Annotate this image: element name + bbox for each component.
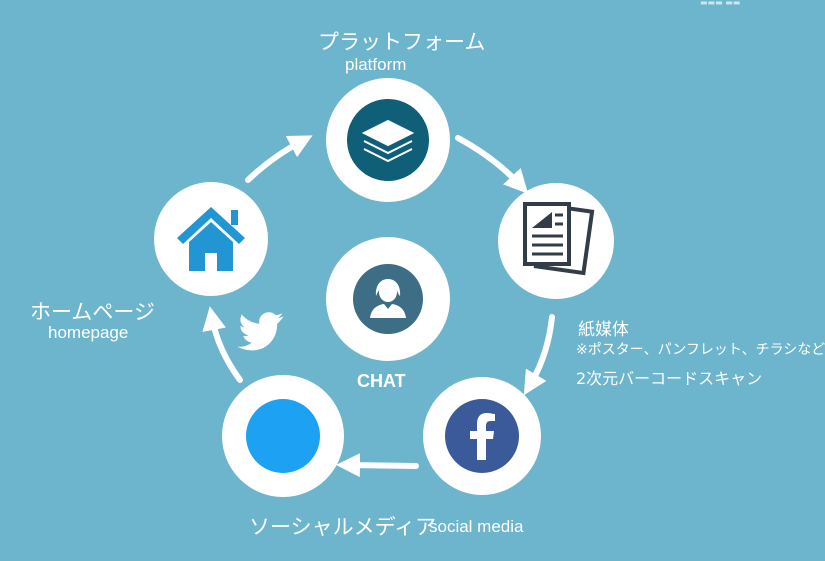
homepage-node — [154, 182, 268, 296]
twitter-node — [222, 312, 344, 497]
social-media-label-en: social media — [429, 517, 524, 536]
homepage-label-en: homepage — [48, 323, 129, 342]
qr-scan-label: 2次元バーコードスキャン — [576, 369, 763, 388]
chat-label: CHAT — [357, 371, 406, 391]
platform-label-en: platform — [345, 55, 407, 74]
arrow-paper-to-social — [523, 314, 555, 396]
platform-label-jp: プラットフォーム — [318, 30, 486, 54]
arrow-social-to-twitter — [336, 453, 419, 478]
paper-media-label: 紙媒体 — [578, 320, 629, 340]
arrow-platform-to-paper — [455, 135, 529, 194]
arrow-twitter-to-home — [202, 306, 243, 383]
cycle-arrows — [202, 135, 555, 478]
document-icon — [523, 202, 595, 276]
homepage-label-jp: ホームページ — [30, 300, 155, 324]
platform-node — [326, 78, 450, 202]
arrow-home-to-platform — [245, 135, 313, 183]
home-icon — [177, 207, 245, 271]
paper-media-note: ※ポスター、パンフレット、チラシなど — [576, 342, 825, 358]
chat-node — [326, 237, 450, 361]
twitter-icon — [246, 399, 320, 473]
corner-mark: ▬▬▬ ▬▬ — [700, 0, 741, 7]
facebook-node — [423, 377, 541, 495]
person-icon — [370, 279, 406, 318]
layers-icon — [361, 119, 415, 163]
paper-media-node — [498, 183, 614, 299]
social-media-label-jp: ソーシャルメディア — [249, 515, 437, 539]
